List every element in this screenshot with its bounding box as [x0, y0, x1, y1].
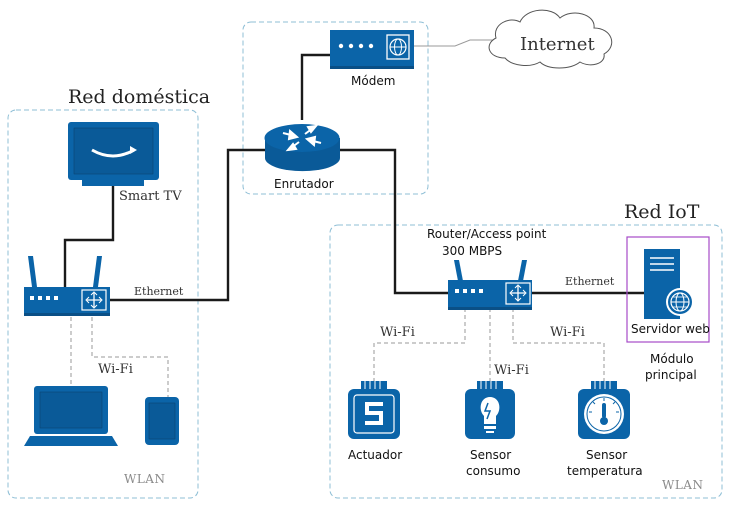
- zone-home: [7, 109, 199, 499]
- wifi-link-actuator: [373, 308, 466, 385]
- router-icon: [264, 124, 340, 172]
- modem-label: Módem: [351, 74, 395, 88]
- tv-icon: [68, 122, 159, 186]
- thermometer-icon: [578, 381, 630, 439]
- wifi-iot-left-label: Wi-Fi: [380, 325, 415, 340]
- wire-router-homeap: [110, 148, 265, 302]
- main-module-box: [626, 236, 710, 343]
- temp-sensor-label-2: temperatura: [567, 464, 643, 478]
- web-server-label: Servidor web: [631, 322, 710, 336]
- smart-tv-label: Smart TV: [119, 189, 182, 204]
- actuator-icon: [348, 381, 400, 439]
- internet-label: Internet: [520, 34, 595, 55]
- zone-core: [242, 21, 429, 195]
- wireless-router-icon: [24, 256, 110, 316]
- wire-modem-internet: [414, 39, 494, 47]
- power-sensor-icon: [465, 381, 515, 439]
- wire-router-iotap: [340, 148, 450, 295]
- wifi-link-tablet: [91, 317, 169, 398]
- zone-iot: [329, 224, 723, 499]
- wire-tv-homeap: [63, 186, 115, 287]
- wifi-link-temp-sensor: [512, 308, 605, 385]
- zone-iot-title: Red IoT: [624, 201, 700, 223]
- consumption-sensor-label-2: consumo: [466, 464, 520, 478]
- wifi-iot-right-label: Wi-Fi: [550, 325, 585, 340]
- actuator-label: Actuador: [348, 448, 402, 462]
- wifi-home-label: Wi-Fi: [98, 362, 133, 377]
- consumption-sensor-label-1: Sensor: [470, 448, 511, 462]
- cloud-icon: [488, 9, 613, 69]
- ethernet-iot-label: Ethernet: [565, 275, 615, 288]
- laptop-icon: [24, 386, 118, 446]
- router-label: Enrutador: [274, 177, 334, 191]
- wire-router-modem: [300, 53, 330, 120]
- server-icon: [644, 249, 694, 319]
- tablet-icon: [145, 397, 179, 445]
- zone-home-title: Red doméstica: [68, 86, 210, 108]
- main-module-label-1: Módulo: [650, 352, 694, 366]
- zone-iot-wlan-label: WLAN: [662, 478, 703, 492]
- modem-icon: [330, 30, 414, 69]
- ethernet-home-label: Ethernet: [134, 285, 184, 298]
- access-point-label-1: Router/Access point: [427, 227, 547, 241]
- wifi-iot-center-label: Wi-Fi: [494, 363, 529, 378]
- access-point-label-2: 300 MBPS: [442, 244, 502, 258]
- main-module-label-2: principal: [645, 368, 697, 382]
- wireless-router-icon: [448, 260, 532, 310]
- temp-sensor-label-1: Sensor: [586, 448, 627, 462]
- zone-home-wlan-label: WLAN: [124, 472, 165, 486]
